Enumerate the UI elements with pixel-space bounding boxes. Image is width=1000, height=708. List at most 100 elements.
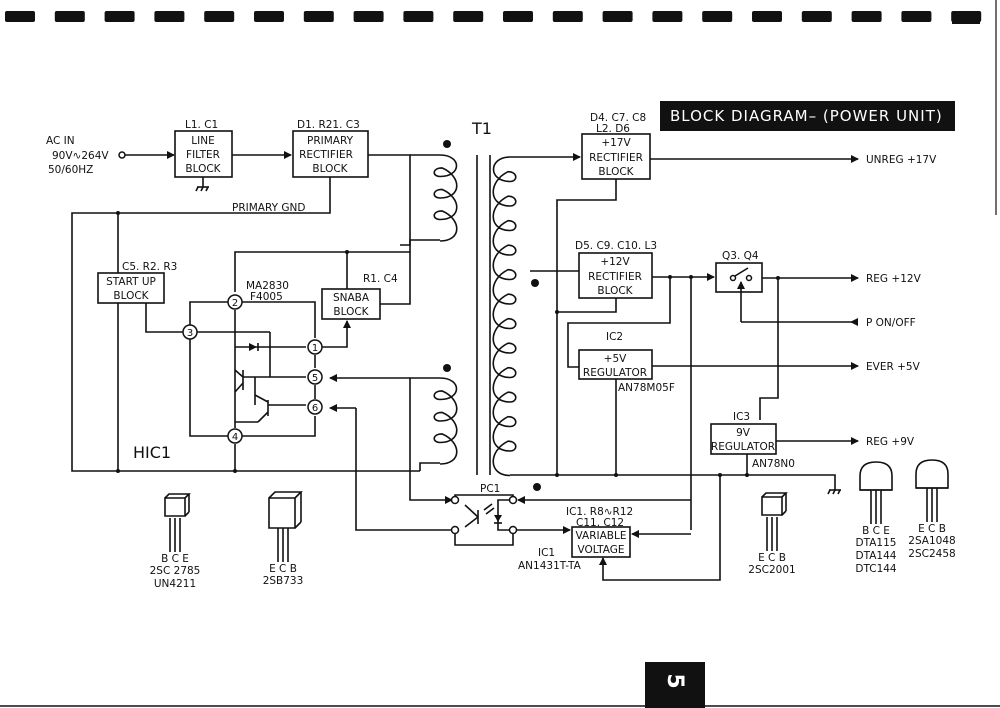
polarity-dot: [443, 364, 451, 372]
sprocket-hole: [303, 11, 334, 22]
svg-text:+17V: +17V: [601, 137, 631, 149]
svg-text:MA2830: MA2830: [246, 280, 289, 292]
svg-text:AN78N0: AN78N0: [752, 458, 795, 470]
output-ever-5v: EVER +5V: [866, 361, 921, 373]
sprocket-hole: [104, 11, 135, 22]
svg-text:BLOCK: BLOCK: [333, 306, 369, 318]
sprocket-holes: [5, 11, 982, 22]
svg-text:REGULATOR: REGULATOR: [583, 367, 647, 379]
wire-primary-gnd: [71, 177, 420, 472]
wire-pin6-to-pc1: [355, 408, 452, 531]
svg-text:AN78M05F: AN78M05F: [618, 382, 675, 394]
photocoupler-pc1: PC1: [450, 483, 518, 546]
svg-text:C5. R2. R3: C5. R2. R3: [122, 261, 177, 273]
ac-voltage-label: 90V∿264V: [52, 150, 109, 162]
transistor-pin-labels: E C B: [758, 552, 786, 564]
pin-3: 3: [182, 324, 198, 340]
variable-voltage-block: IC1. R8∿R12 C11. C12 VARIABLE VOLTAGE IC…: [518, 506, 633, 572]
svg-text:1: 1: [312, 343, 318, 354]
svg-text:START UP: START UP: [106, 276, 156, 288]
svg-text:SNABA: SNABA: [333, 292, 370, 304]
diagram-title: BLOCK DIAGRAM– (POWER UNIT): [670, 107, 943, 125]
transistor-part-number: 2SB733: [263, 575, 304, 587]
svg-text:BLOCK: BLOCK: [113, 290, 149, 302]
transistor-pin-labels: E C B: [918, 523, 946, 535]
sprocket-hole: [702, 11, 733, 22]
transistor-part-number: DTA144: [856, 550, 897, 562]
svg-text:BLOCK: BLOCK: [185, 163, 221, 175]
svg-text:VARIABLE: VARIABLE: [576, 530, 627, 542]
sprocket-hole: [154, 11, 185, 22]
sprocket-hole: [851, 11, 882, 22]
ac-input-terminal: [118, 151, 126, 159]
transistor-part-number: 2SC2001: [748, 564, 795, 576]
ac-frequency-label: 50/60HZ: [48, 164, 93, 176]
power-switch-q3-q4: Q3. Q4: [715, 250, 763, 322]
transistor-part-number: DTA115: [856, 537, 897, 549]
svg-text:BLOCK: BLOCK: [597, 285, 633, 297]
transistor-pin-labels: B C E: [862, 525, 890, 537]
sprocket-hole: [54, 11, 85, 22]
svg-text:+5V: +5V: [604, 353, 627, 365]
svg-text:9V: 9V: [736, 427, 751, 439]
svg-text:Q3. Q4: Q3. Q4: [722, 250, 759, 262]
sprocket-hole: [254, 11, 284, 22]
sprocket-hole: [552, 11, 583, 22]
wire-rectifier-out: [368, 154, 411, 246]
transistor-pin-labels: E C B: [269, 563, 297, 575]
page-number: 5: [662, 673, 687, 688]
svg-text:5: 5: [312, 373, 318, 384]
svg-text:RECTIFIER: RECTIFIER: [299, 149, 353, 161]
svg-text:RECTIFIER: RECTIFIER: [589, 152, 643, 164]
svg-text:R1. C4: R1. C4: [363, 273, 398, 285]
transistor-part-number: 2SA1048: [908, 535, 955, 547]
transformer-windings: [433, 154, 517, 477]
transistor-pin-labels: B C E: [161, 553, 189, 565]
page-number-tab: 5: [645, 662, 705, 708]
sprocket-hole: [353, 11, 384, 22]
output-reg-12v: REG +12V: [866, 273, 922, 285]
primary-gnd-label: PRIMARY GND: [232, 202, 305, 214]
pin-1: 1: [307, 339, 323, 355]
regulator-5v-block: IC2 +5V REGULATOR AN78M05F: [578, 331, 675, 394]
sprocket-hole: [752, 11, 782, 22]
pin-4: 4: [227, 428, 243, 444]
transistor-part-number: DTC144: [855, 563, 897, 575]
sprocket-hole: [453, 11, 484, 22]
wire-aux-to-pc1: [409, 377, 453, 504]
svg-text:FILTER: FILTER: [186, 149, 220, 161]
output-reg-9v: REG +9V: [866, 436, 915, 448]
svg-text:IC1: IC1: [538, 547, 555, 559]
polarity-dot: [533, 483, 541, 491]
svg-text:D5. C9. C10. L3: D5. C9. C10. L3: [575, 240, 657, 252]
svg-text:L1. C1: L1. C1: [185, 119, 218, 131]
wire-secondary-gnd: [510, 474, 836, 490]
svg-text:L2. D6: L2. D6: [596, 123, 630, 135]
svg-text:3: 3: [187, 328, 193, 339]
sprocket-hole: [5, 11, 35, 22]
svg-text:+12V: +12V: [600, 256, 630, 268]
ground-symbol: [195, 177, 209, 192]
transistor-part-number: 2SC 2785: [150, 565, 201, 577]
start-up-block: C5. R2. R3 START UP BLOCK: [97, 261, 177, 304]
rectifier-17v-block: D4. C7. C8 L2. D6 +17V RECTIFIER BLOCK: [581, 112, 651, 180]
svg-text:BLOCK: BLOCK: [312, 163, 348, 175]
svg-text:LINE: LINE: [191, 135, 214, 147]
input-p-on-off: P ON/OFF: [866, 317, 916, 329]
sprocket-hole: [403, 11, 434, 22]
svg-text:4: 4: [232, 432, 238, 443]
sprocket-hole: [901, 11, 932, 22]
svg-text:IC1. R8∿R12: IC1. R8∿R12: [566, 506, 633, 518]
rectifier-12v-block: D5. C9. C10. L3 +12V RECTIFIER BLOCK: [575, 240, 657, 299]
svg-text:VOLTAGE: VOLTAGE: [577, 544, 624, 556]
svg-text:IC2: IC2: [606, 331, 623, 343]
snaba-block: R1. C4 SNABA BLOCK: [321, 273, 398, 320]
ground-symbol: [827, 489, 841, 495]
sprocket-hole: [652, 11, 683, 22]
coil-winding: [433, 154, 458, 242]
svg-text:PC1: PC1: [480, 483, 500, 495]
svg-text:REGULATOR: REGULATOR: [711, 441, 775, 453]
